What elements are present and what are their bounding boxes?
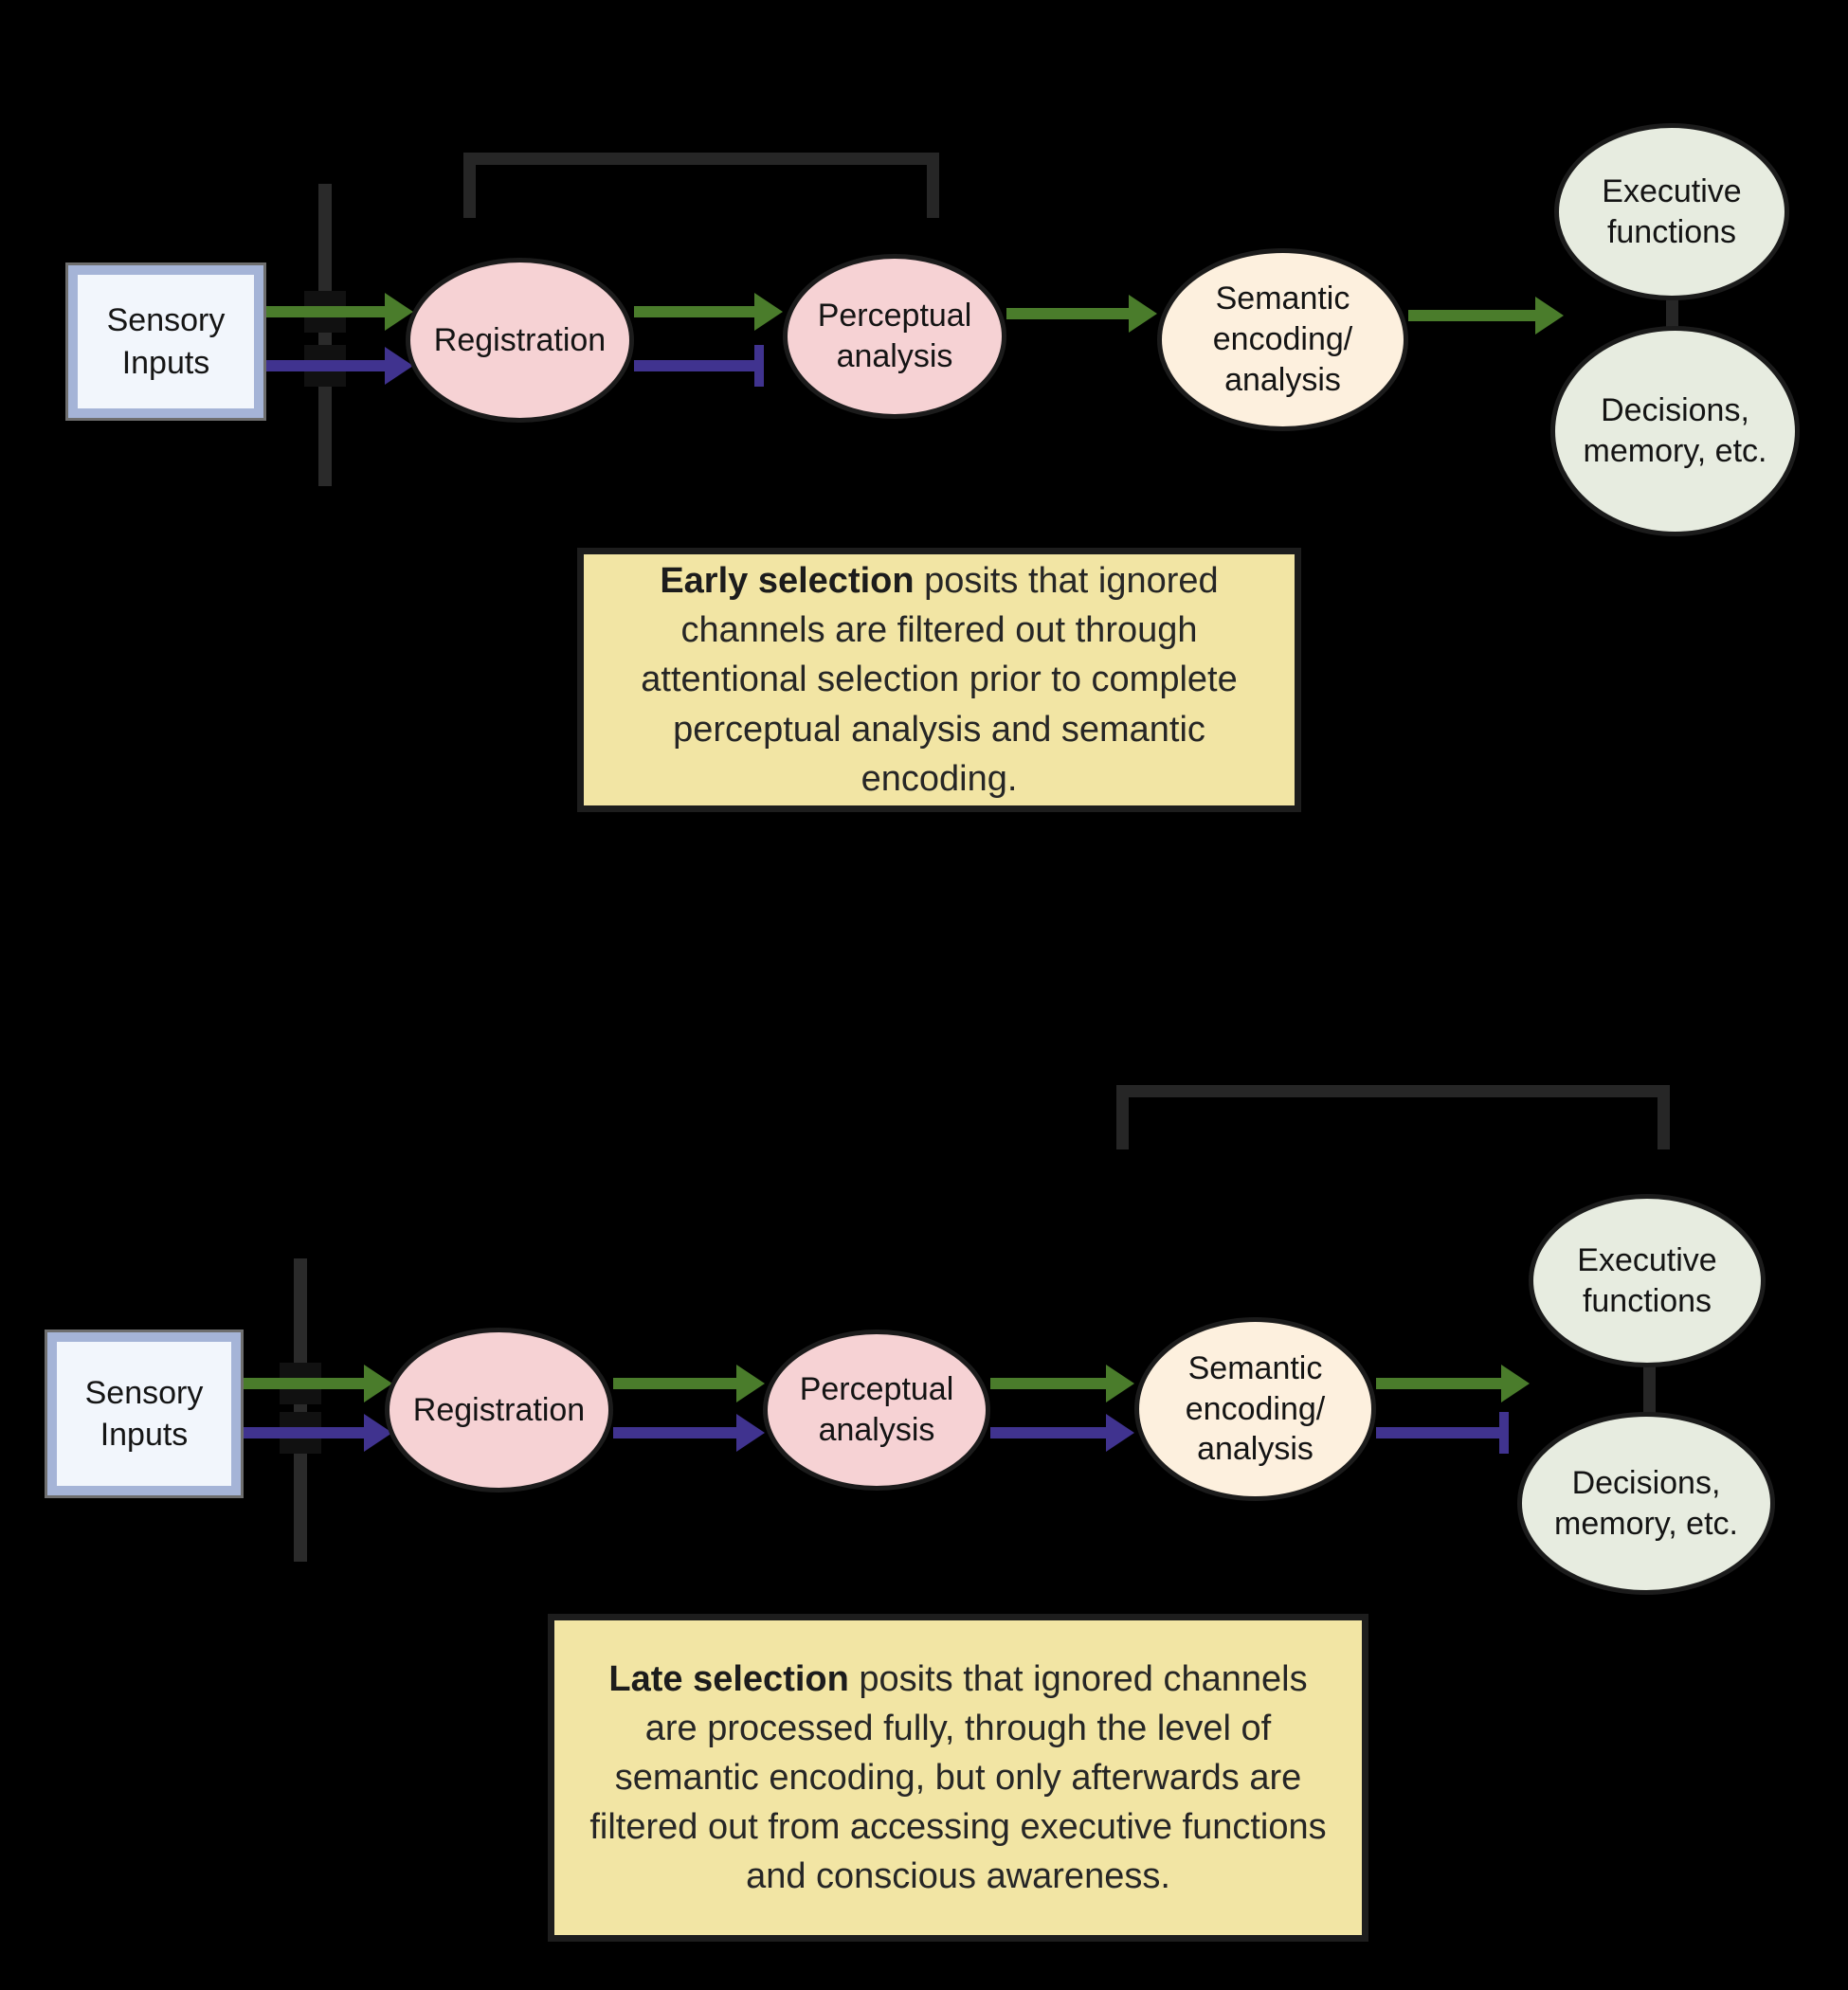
- attended-arrowhead: [754, 293, 783, 331]
- semantic-label: encoding/: [1212, 321, 1353, 358]
- executive-functions-node: Executive functions: [1554, 123, 1789, 300]
- executive-functions-node: Executive functions: [1529, 1194, 1766, 1367]
- registration-node: Registration: [385, 1328, 613, 1492]
- perceptual-label: analysis: [836, 338, 953, 374]
- late-selection-caption-rest: posits that ignored channels are process…: [589, 1658, 1327, 1897]
- semantic-label: Semantic: [1215, 280, 1350, 317]
- decisions-memory-node: Decisions, memory, etc.: [1550, 326, 1800, 536]
- early-selection-caption-box: Early selection posits that ignored chan…: [577, 548, 1301, 812]
- sensory-inputs-label: Sensory: [84, 1374, 204, 1411]
- ignored-arrow: [613, 1427, 736, 1438]
- decisions-label: Decisions,: [1571, 1464, 1721, 1501]
- registration-label: Registration: [433, 321, 607, 358]
- attended-arrowhead: [1106, 1365, 1134, 1402]
- ignored-arrow: [1376, 1427, 1499, 1438]
- attended-arrow: [1376, 1378, 1501, 1389]
- ignored-arrow: [990, 1427, 1106, 1438]
- ignored-arrowhead: [1106, 1414, 1134, 1452]
- attended-arrow: [1408, 310, 1535, 321]
- semantic-label: analysis: [1197, 1431, 1314, 1468]
- executive-label: functions: [1606, 213, 1737, 250]
- sensory-inputs-label: Sensory: [106, 302, 226, 339]
- attended-arrow: [263, 306, 385, 317]
- late-selection-caption-bold: Late selection: [608, 1658, 849, 1699]
- executive-label: Executive: [1577, 1241, 1717, 1278]
- sensory-inputs-label: Inputs: [100, 1417, 189, 1453]
- perceptual-analysis-node: Perceptual analysis: [783, 254, 1006, 419]
- ignored-channel-block-bar: [754, 345, 764, 387]
- decisions-label: memory, etc.: [1554, 1505, 1738, 1542]
- early-selection-caption-bold: Early selection: [660, 561, 915, 602]
- attended-arrowhead: [1535, 297, 1564, 335]
- decisions-memory-node: Decisions, memory, etc.: [1517, 1412, 1775, 1595]
- ignored-arrow: [263, 360, 385, 371]
- sensory-inputs-box: Sensory Inputs: [45, 1330, 244, 1498]
- attended-arrow: [613, 1378, 736, 1389]
- perceptual-label: Perceptual: [817, 298, 972, 335]
- early-attention-bracket: [463, 153, 939, 218]
- ignored-arrow: [634, 360, 754, 371]
- perceptual-analysis-node: Perceptual analysis: [763, 1330, 990, 1491]
- attended-arrowhead: [1129, 295, 1157, 333]
- decisions-label: Decisions,: [1601, 392, 1749, 429]
- attended-arrowhead: [736, 1365, 765, 1402]
- executive-decisions-connector: [1643, 1360, 1656, 1419]
- sensory-inputs-box: Sensory Inputs: [65, 262, 266, 421]
- executive-label: functions: [1582, 1282, 1712, 1319]
- attended-arrowhead: [1501, 1365, 1530, 1402]
- perceptual-label: analysis: [818, 1412, 935, 1448]
- early-attention-filter-line: [318, 184, 332, 486]
- attended-arrow: [634, 306, 754, 317]
- semantic-encoding-node: Semantic encoding/ analysis: [1134, 1317, 1376, 1501]
- sensory-inputs-label: Inputs: [121, 344, 210, 381]
- late-selection-caption-box: Late selection posits that ignored chann…: [548, 1614, 1368, 1942]
- attended-arrow: [241, 1378, 364, 1389]
- registration-label: Registration: [412, 1391, 586, 1428]
- decisions-label: memory, etc.: [1583, 433, 1767, 469]
- semantic-label: encoding/: [1185, 1390, 1326, 1427]
- early-selection-caption-rest: posits that ignored channels are filtere…: [641, 561, 1238, 799]
- late-selection-caption-text: Late selection posits that ignored chann…: [579, 1655, 1337, 1901]
- late-attention-bracket: [1116, 1085, 1670, 1149]
- early-selection-caption-text: Early selection posits that ignored chan…: [608, 556, 1270, 803]
- ignored-channel-block-bar: [1499, 1412, 1509, 1454]
- semantic-label: Semantic: [1187, 1349, 1323, 1386]
- ignored-arrow: [241, 1427, 364, 1438]
- semantic-encoding-node: Semantic encoding/ analysis: [1157, 248, 1408, 431]
- attended-arrow: [1006, 308, 1129, 319]
- perceptual-label: Perceptual: [799, 1371, 954, 1408]
- executive-label: Executive: [1602, 172, 1742, 209]
- semantic-label: analysis: [1224, 361, 1341, 398]
- ignored-arrowhead: [736, 1414, 765, 1452]
- late-attention-filter-line: [294, 1258, 307, 1562]
- registration-node: Registration: [406, 258, 634, 423]
- attended-arrow: [990, 1378, 1106, 1389]
